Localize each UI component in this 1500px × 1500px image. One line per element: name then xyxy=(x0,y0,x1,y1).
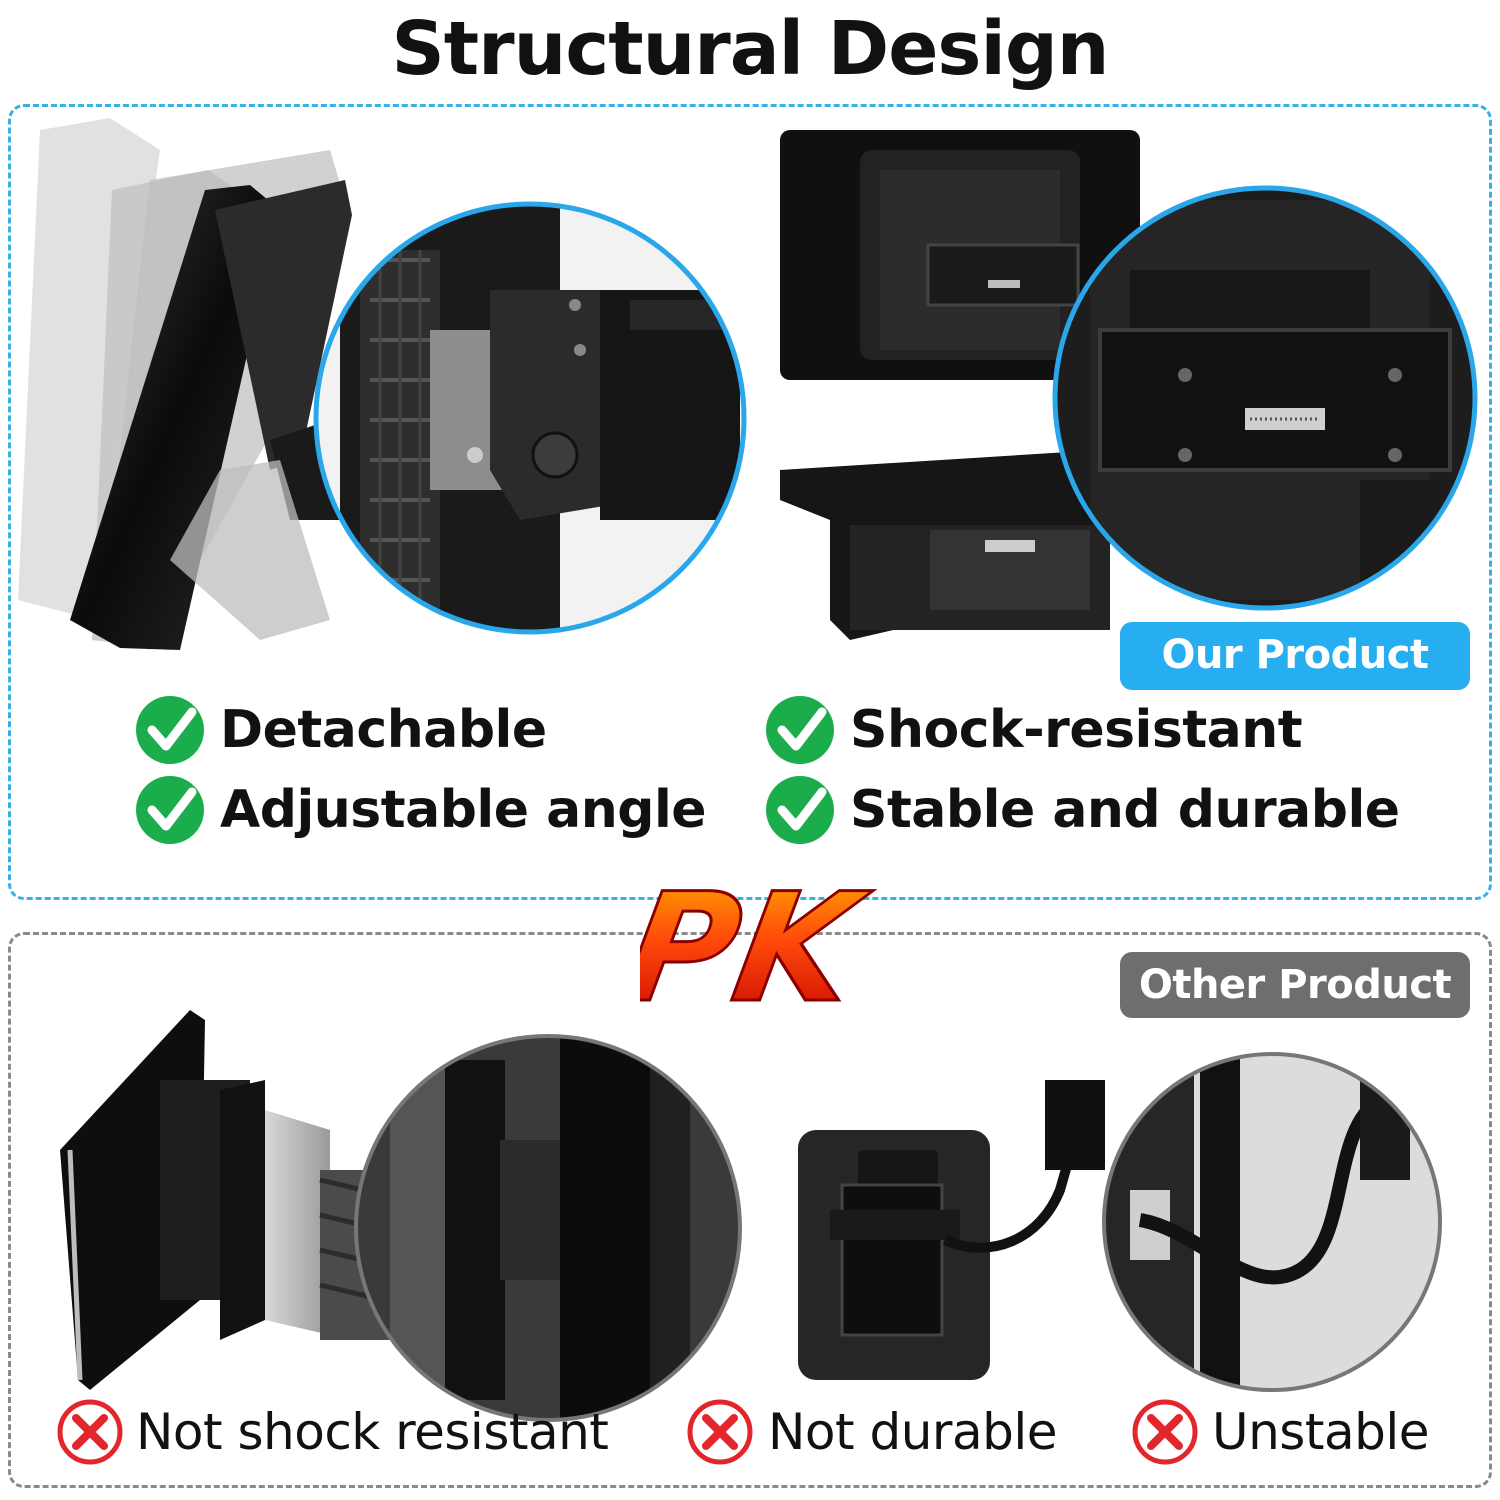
our-product-back-view xyxy=(780,130,1140,640)
issue-label: Unstable xyxy=(1212,1403,1429,1461)
issue-not-durable: Not durable xyxy=(690,1395,1058,1469)
feature-label: Detachable xyxy=(220,700,547,760)
check-circle-icon xyxy=(136,776,204,844)
loose-cable-zoom-circle xyxy=(1102,1052,1442,1392)
feature-label: Shock-resistant xyxy=(850,700,1303,760)
page-title: Structural Design xyxy=(391,6,1109,92)
feature-detachable: Detachable xyxy=(136,693,547,767)
check-circle-icon xyxy=(766,776,834,844)
feature-shock-resistant: Shock-resistant xyxy=(766,693,1303,767)
our-product-panel xyxy=(8,104,1492,900)
bracket-zoom-circle xyxy=(313,201,747,635)
x-circle-icon xyxy=(1132,1399,1198,1465)
issue-not-shock-resistant: Not shock resistant xyxy=(58,1395,609,1469)
loose-joint-zoom-circle xyxy=(354,1034,742,1422)
feature-label: Adjustable angle xyxy=(220,780,707,840)
pk-label: PK xyxy=(640,861,879,1036)
other-product-tablet-view xyxy=(798,1080,1105,1380)
x-circle-icon xyxy=(57,1399,123,1465)
feature-label: Stable and durable xyxy=(850,780,1400,840)
other-product-badge: Other Product xyxy=(1120,952,1470,1018)
our-product-badge: Our Product xyxy=(1120,622,1470,690)
feature-stable-durable: Stable and durable xyxy=(766,773,1400,847)
check-circle-icon xyxy=(766,696,834,764)
pk-versus-mark: PK xyxy=(640,860,880,1038)
feature-adjustable-angle: Adjustable angle xyxy=(136,773,707,847)
issue-label: Not durable xyxy=(768,1403,1058,1461)
other-product-panel xyxy=(8,932,1492,1488)
tilting-screen-illustration xyxy=(18,118,352,650)
issue-label: Not shock resistant xyxy=(136,1403,609,1461)
check-circle-icon xyxy=(136,696,204,764)
x-circle-icon xyxy=(687,1399,753,1465)
connector-zoom-circle xyxy=(1052,185,1478,611)
issue-unstable: Unstable xyxy=(1134,1395,1429,1469)
